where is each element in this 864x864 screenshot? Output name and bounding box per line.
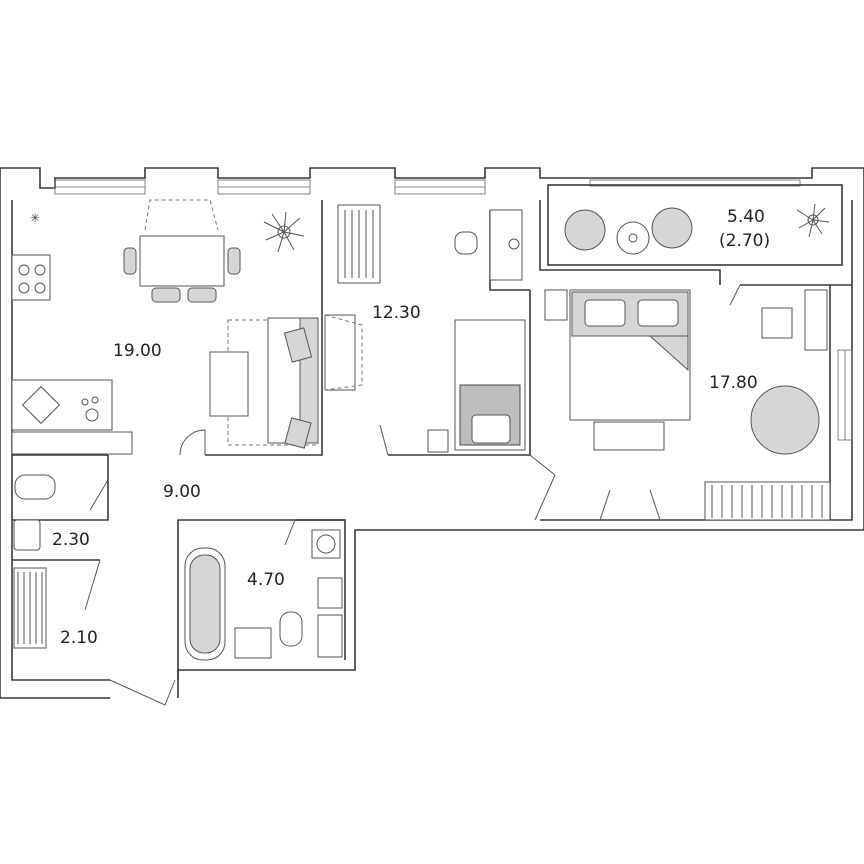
area-labels: 19.00 12.30 5.40 (2.70) 17.80 9.00 2.30 … [52, 207, 770, 648]
dining-set [123, 199, 241, 303]
loggia-area-label: 5.40 [727, 207, 765, 227]
bathroom-area-label: 4.70 [247, 570, 285, 590]
hallway-area-label: 9.00 [163, 482, 201, 502]
bedroom-large-area-label: 17.80 [709, 373, 758, 393]
bedroom-small-furniture [324, 204, 526, 453]
bedroom-small-area-label: 12.30 [372, 303, 421, 323]
wc-furniture [13, 474, 56, 649]
storage-area-label: 2.10 [60, 628, 98, 648]
plant-living [263, 211, 305, 253]
bedroom-large-furniture [544, 289, 831, 521]
doors [84, 284, 741, 706]
loggia-area-note: (2.70) [719, 231, 770, 251]
extractor-icon: ✳ [30, 211, 40, 225]
loggia-furniture [547, 184, 843, 266]
windows [54, 179, 853, 441]
kitchen-furniture: ✳ [11, 211, 133, 455]
bathroom-furniture [184, 529, 343, 661]
living-kitchen-area-label: 19.00 [113, 341, 162, 361]
sofa-area [209, 317, 319, 449]
wc-area-label: 2.30 [52, 530, 90, 550]
plant-loggia [796, 203, 830, 238]
